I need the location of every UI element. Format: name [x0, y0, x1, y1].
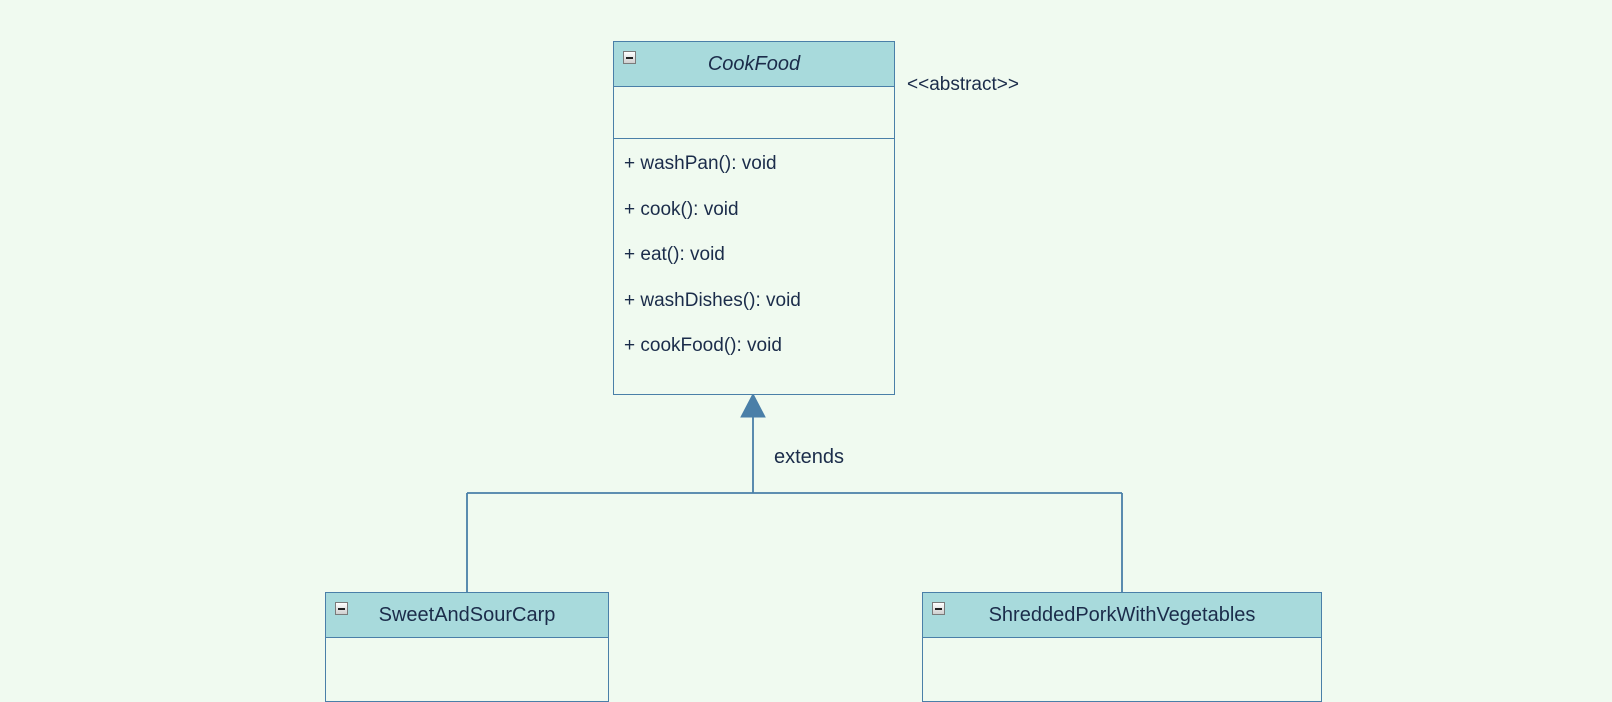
class-sweet-and-sour-carp[interactable]: SweetAndSourCarp: [325, 592, 609, 702]
class-header[interactable]: SweetAndSourCarp: [326, 593, 608, 638]
methods-compartment: + washPan(): void + cook(): void + eat()…: [614, 139, 894, 381]
collapse-icon[interactable]: [623, 51, 636, 64]
stereotype-label: <<abstract>>: [907, 74, 1019, 95]
method-wash-dishes[interactable]: + washDishes(): void: [624, 289, 801, 311]
method-cook-food[interactable]: + cookFood(): void: [624, 335, 782, 356]
class-shredded-pork-with-vegetables[interactable]: ShreddedPorkWithVegetables: [922, 592, 1322, 702]
class-cookfood[interactable]: CookFood + washPan(): void + cook(): voi…: [613, 41, 895, 395]
class-header[interactable]: ShreddedPorkWithVegetables: [923, 593, 1321, 638]
relationship-label: extends: [774, 446, 845, 468]
class-name: ShreddedPorkWithVegetables: [988, 603, 1256, 626]
inheritance-arrowhead: [740, 392, 766, 418]
collapse-icon[interactable]: [335, 602, 348, 615]
class-name: CookFood: [707, 52, 801, 75]
method-wash-pan[interactable]: + washPan(): void: [624, 153, 777, 174]
collapse-icon[interactable]: [932, 602, 945, 615]
attributes-compartment: [614, 87, 894, 139]
method-cook[interactable]: + cook(): void: [624, 198, 739, 220]
method-eat[interactable]: + eat(): void: [624, 244, 725, 265]
class-name: SweetAndSourCarp: [378, 603, 556, 626]
class-header[interactable]: CookFood: [614, 42, 894, 87]
